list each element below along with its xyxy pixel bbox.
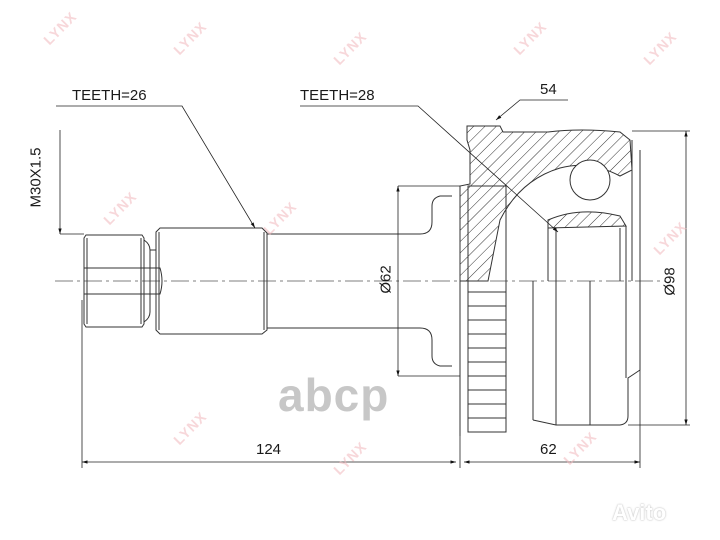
housing-section [459, 125, 633, 282]
teeth-inner-label: TEETH=28 [300, 87, 375, 104]
neck [419, 195, 452, 367]
avito-logo: Avito [612, 500, 667, 525]
dimensions [56, 99, 690, 468]
housing-outline [459, 140, 641, 436]
thread-label: M30X1.5 [27, 147, 45, 208]
shaft-diameter-label: Ø62 [377, 265, 395, 294]
threaded-end [83, 234, 163, 328]
shaft-length-label: 124 [256, 441, 282, 458]
spline-section [155, 227, 420, 335]
abcp-logo: abcp [278, 369, 390, 421]
housing-diameter-label: Ø98 [661, 267, 679, 296]
teeth-outer-label: TEETH=26 [72, 87, 147, 104]
abs-ring-label: 54 [540, 81, 557, 98]
housing-length-label: 62 [540, 441, 557, 458]
